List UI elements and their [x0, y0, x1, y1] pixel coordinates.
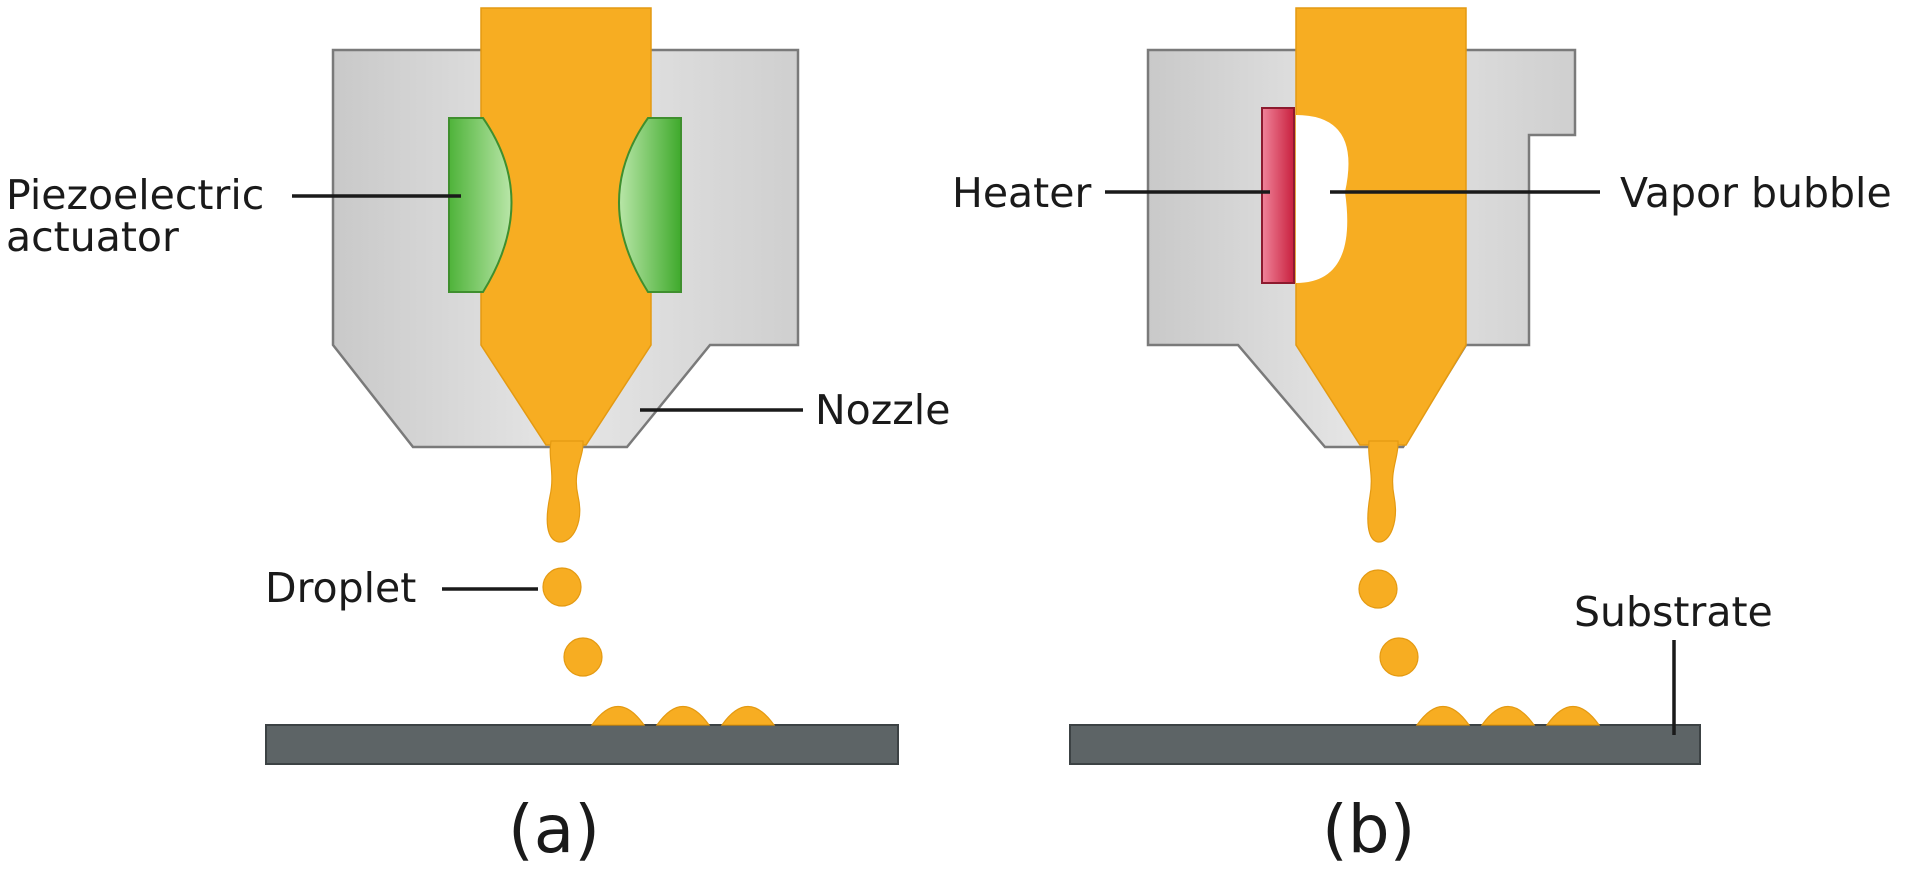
droplet-b-1	[1358, 569, 1398, 609]
ink-channel-a	[480, 7, 652, 446]
label-vapor-bubble: Vapor bubble	[1620, 169, 1892, 217]
label-droplet: Droplet	[265, 564, 416, 612]
panel-b-thermal: Heater Vapor bubble Substrate (b)	[952, 7, 1892, 868]
ink-channel-b	[1295, 7, 1467, 446]
piezo-actuator-left	[448, 117, 513, 293]
label-nozzle: Nozzle	[815, 386, 950, 434]
deposited-dot-a-3	[720, 706, 776, 726]
piezo-actuator-right	[618, 117, 682, 293]
vapor-bubble	[1296, 115, 1349, 283]
deposited-dot-b-2	[1480, 706, 1536, 726]
heater-element	[1261, 107, 1295, 284]
substrate-a	[265, 724, 899, 765]
ink-stream-a	[546, 440, 584, 543]
label-substrate: Substrate	[1574, 588, 1773, 636]
deposited-dot-b-1	[1415, 706, 1471, 726]
ink-stream-b	[1367, 440, 1399, 543]
deposited-dot-a-1	[590, 706, 646, 726]
label-heater: Heater	[952, 169, 1091, 217]
deposited-dot-a-2	[655, 706, 711, 726]
droplet-b-2	[1379, 637, 1419, 677]
droplet-a-2	[563, 637, 603, 677]
panel-a-piezoelectric: Piezoelectric actuator Nozzle Droplet (a…	[6, 7, 950, 868]
substrate-b	[1069, 724, 1701, 765]
label-piezoelectric-line2: actuator	[6, 213, 179, 261]
caption-a: (a)	[508, 791, 600, 868]
droplet-a-1	[542, 567, 582, 607]
caption-b: (b)	[1322, 791, 1415, 868]
deposited-dot-b-3	[1545, 706, 1601, 726]
label-piezoelectric-line1: Piezoelectric	[6, 171, 264, 219]
